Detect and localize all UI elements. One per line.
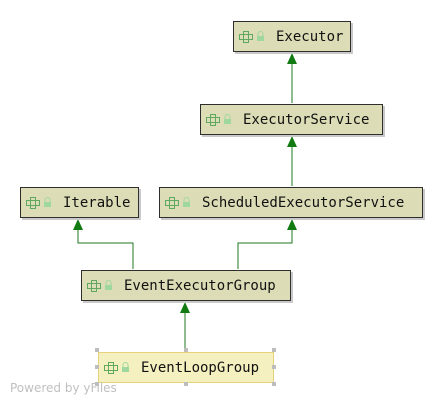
- interface-icon: [104, 361, 118, 374]
- interface-icon: [87, 279, 101, 292]
- node-label: Iterable: [63, 194, 131, 211]
- selection-handle-middle-right[interactable]: [272, 365, 276, 369]
- interface-icon: [165, 196, 179, 209]
- interface-icon: [239, 30, 253, 43]
- node-executor[interactable]: Executor: [233, 21, 351, 52]
- node-label: EventLoopGroup: [141, 359, 260, 376]
- node-executorservice[interactable]: ExecutorService: [200, 104, 383, 135]
- node-label: EventExecutorGroup: [124, 277, 276, 294]
- edge-executorservice-to-executor: [287, 53, 297, 103]
- node-label: ExecutorService: [243, 111, 370, 128]
- selection-handle-bottom-left[interactable]: [95, 382, 99, 386]
- interface-icon: [26, 196, 40, 209]
- selection-handle-top-center[interactable]: [184, 348, 188, 352]
- interface-icon: [206, 113, 220, 126]
- edge-eventexecutorgroup-to-scheduledexecutorservice: [237, 219, 297, 269]
- edge-scheduledexecutorservice-to-executorservice: [287, 136, 297, 186]
- lock-icon: [257, 31, 264, 41]
- node-eventloopgroup[interactable]: EventLoopGroup: [98, 352, 274, 383]
- lock-icon: [122, 362, 129, 372]
- node-label: Executor: [276, 28, 344, 45]
- lock-icon: [44, 197, 51, 207]
- lock-icon: [224, 114, 231, 124]
- edge-eventexecutorgroup-to-iterable: [73, 219, 134, 269]
- node-icons: [104, 361, 130, 374]
- node-scheduledexecutorservice[interactable]: ScheduledExecutorService: [159, 187, 423, 218]
- selection-handle-bottom-right[interactable]: [272, 382, 276, 386]
- node-icons: [26, 196, 52, 209]
- selection-handle-middle-left[interactable]: [95, 365, 99, 369]
- node-eventexecutorgroup[interactable]: EventExecutorGroup: [81, 270, 291, 301]
- selection-handle-top-right[interactable]: [272, 348, 276, 352]
- selection-handle-top-left[interactable]: [95, 348, 99, 352]
- node-icons: [165, 196, 191, 209]
- selection-handle-bottom-center[interactable]: [184, 382, 188, 386]
- node-icons: [206, 113, 232, 126]
- edge-eventloopgroup-to-eventexecutorgroup: [180, 302, 190, 351]
- lock-icon: [183, 197, 190, 207]
- lock-icon: [105, 280, 112, 290]
- yfiles-watermark: Powered by yFiles: [10, 381, 117, 395]
- node-label: ScheduledExecutorService: [202, 194, 405, 211]
- node-icons: [239, 30, 265, 43]
- node-icons: [87, 279, 113, 292]
- node-iterable[interactable]: Iterable: [20, 187, 139, 218]
